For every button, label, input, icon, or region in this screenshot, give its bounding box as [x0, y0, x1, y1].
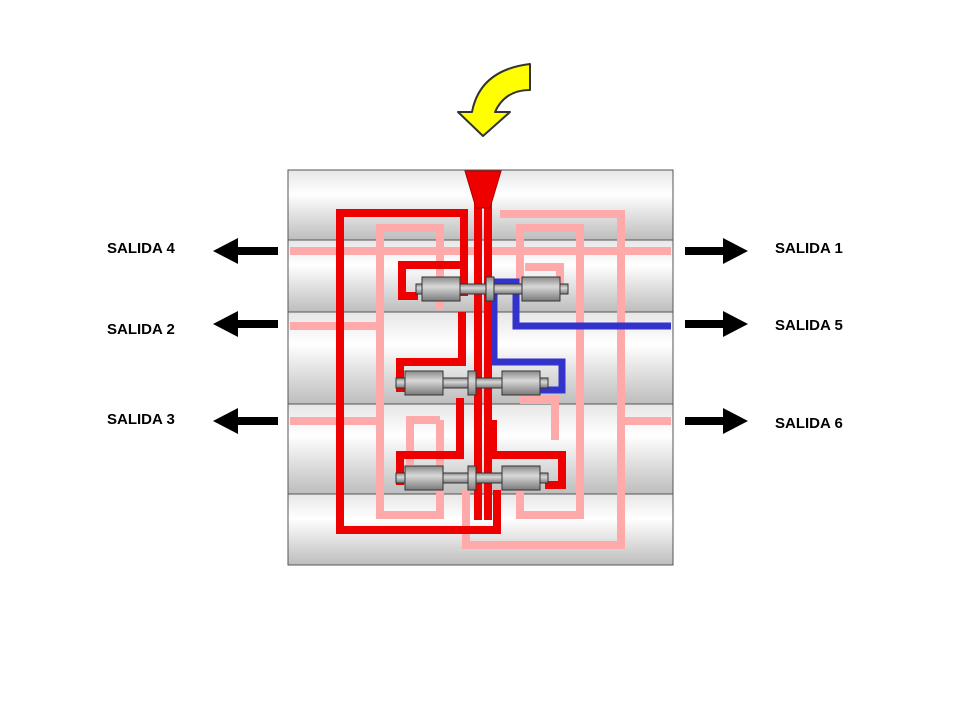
inlet-funnel: [464, 170, 502, 209]
spool-1-land-left: [421, 276, 461, 302]
outlet-arrow-salida2: [213, 311, 278, 337]
label-salida1: SALIDA 1: [775, 240, 843, 257]
outlet-arrow-salida1: [685, 238, 748, 264]
label-salida4: SALIDA 4: [107, 240, 175, 257]
return-line-loop: [490, 282, 566, 394]
label-salida3: SALIDA 3: [107, 411, 175, 428]
spool-2-land-center: [467, 370, 477, 396]
label-salida2: SALIDA 2: [107, 321, 175, 338]
pressure-upper-left: [398, 261, 464, 300]
pressure-lower-left: [396, 398, 464, 485]
spool-3-land-right: [501, 465, 541, 491]
outlet-arrow-salida5: [685, 311, 748, 337]
return-line-to-salida5: [494, 278, 671, 330]
channel-right-light: [516, 224, 584, 519]
spool-1-land-right: [521, 276, 561, 302]
spool-2-land-left: [404, 370, 444, 396]
pressure-outer-loop: [336, 209, 501, 534]
label-salida6: SALIDA 6: [775, 415, 843, 432]
spool-3: [395, 465, 549, 491]
inlet-flow-arrow: [457, 63, 531, 137]
channel-mid-right-light: [520, 396, 559, 440]
spool-3-land-center: [467, 465, 477, 491]
outlet-arrow-salida4: [213, 238, 278, 264]
label-salida5: SALIDA 5: [775, 317, 843, 334]
spool-2-land-right: [501, 370, 541, 396]
outlet-arrow-salida6: [685, 408, 748, 434]
return-channel: [490, 278, 671, 394]
channel-mid-left-light: [406, 416, 440, 465]
spool-1-land-center: [485, 276, 495, 302]
spool-3-land-left: [404, 465, 444, 491]
outlet-arrow-salida3: [213, 408, 278, 434]
channel-left-light: [376, 224, 444, 519]
spool-1: [415, 276, 569, 302]
pressure-lower-right: [489, 420, 566, 489]
spool-2: [395, 370, 549, 396]
pressure-channels: [336, 195, 566, 534]
